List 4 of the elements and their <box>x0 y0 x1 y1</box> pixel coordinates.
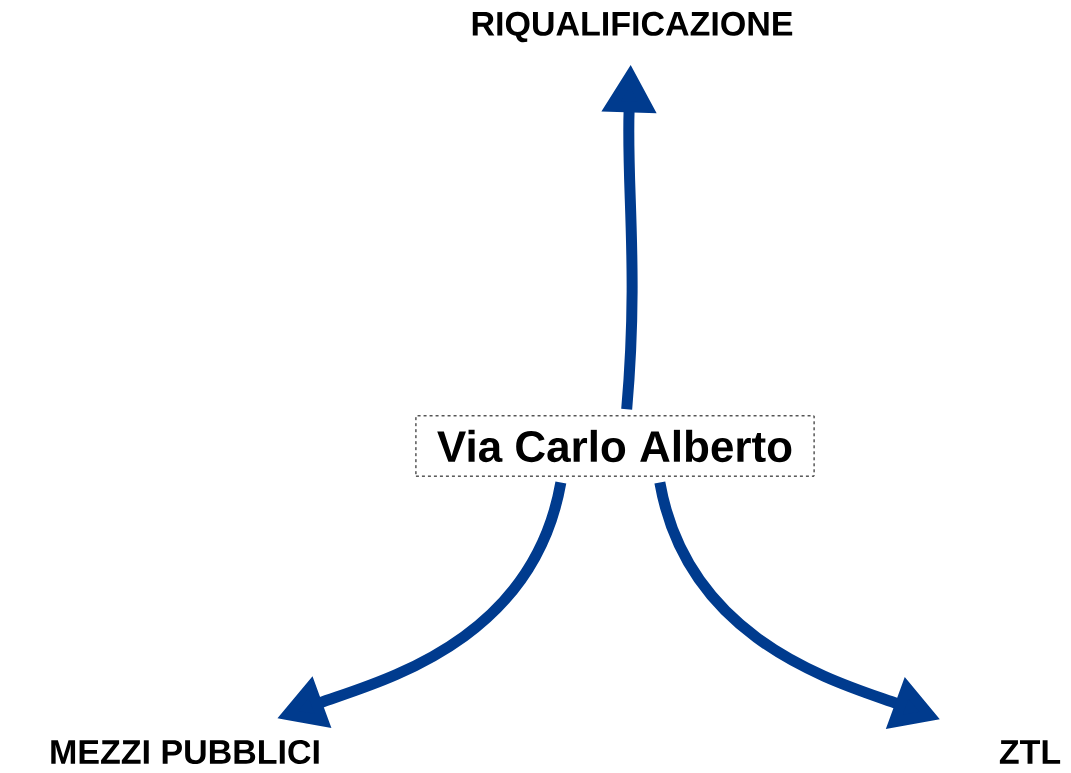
heading-label: MEZZI PUBBLICI <box>51 739 319 764</box>
heading-label: ZTL <box>999 740 1061 764</box>
heading-label: RIQUALIFICAZIONE <box>472 11 793 43</box>
dashed-box: Via Carlo Alberto <box>415 415 815 477</box>
